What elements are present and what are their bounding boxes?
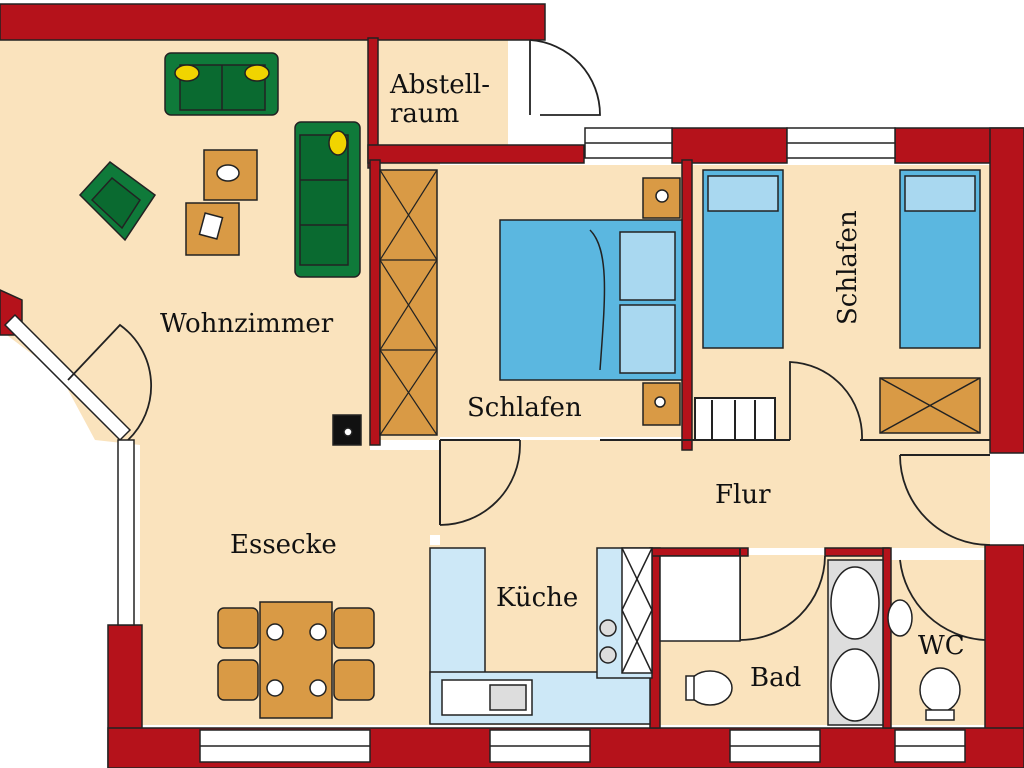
living-furniture [78,52,362,446]
door-storage-exterior [529,39,601,116]
label-wohnzimmer: Wohnzimmer [160,309,334,339]
doors [67,39,991,641]
cushion-icon [244,64,270,82]
wc-toilet [919,667,961,713]
chair [333,659,375,701]
window-left-diagonal [3,313,132,442]
door-wc-inner [899,559,986,641]
wall-bath-top-right [824,547,890,557]
cushion-icon [328,130,348,156]
floor-hallway [440,440,990,548]
floor-storage [376,40,508,145]
windows [3,127,966,763]
stove-burner [599,646,617,664]
chair [333,607,375,649]
fridge [621,547,653,674]
radiator [694,397,776,441]
wc-basin [887,599,913,637]
chair [217,607,259,649]
wall-bedroom-divider [681,159,693,451]
dining-furniture [217,601,375,719]
door-bedroom-kids [789,361,863,441]
label-flur: Flur [715,480,771,510]
chair [217,659,259,701]
phone-icon [198,212,224,240]
label-bad: Bad [750,663,801,693]
plate-icon [309,623,327,641]
shower [659,555,741,642]
wardrobe [379,169,438,436]
door-wc [899,454,991,546]
bedroom-kids-furniture [694,169,981,441]
wc-furniture [887,599,961,721]
door-living-patio [67,323,153,441]
bedroom-main-furniture [379,169,683,436]
door-bedroom-main [439,440,521,526]
plate-icon [266,623,284,641]
label-wc: WC [918,631,965,661]
wall-bedroom-left [369,159,381,446]
kitchen-furniture [429,547,653,725]
label-schlafen-main: Schlafen [467,393,582,423]
label-abstell-line2: raum [390,99,459,129]
room-labels: Wohnzimmer Essecke Abstell- raum Schlafe… [160,70,965,693]
cushion-icon [174,64,200,82]
wall-bath-top [649,547,749,557]
wall-storage-bottom [367,144,585,164]
door-bath [739,555,826,641]
dining-table [259,601,333,719]
label-essecke: Essecke [230,530,337,560]
plate-icon [216,164,240,182]
wall-bedroom-top-mid [671,127,788,164]
bathroom-furniture [659,555,884,726]
washbasin [830,648,880,722]
label-abstell-line1: Abstell- [389,70,490,100]
wall-bath-wc [882,547,892,729]
stove-burner [599,619,617,637]
window-left-vertical [117,439,135,626]
label-schlafen-kids: Schlafen [833,210,863,325]
wall-right-upper [989,127,1024,454]
washbasin [830,566,880,640]
wall-top-living [0,3,546,41]
plate-icon [266,679,284,697]
label-kueche: Küche [496,583,578,613]
plate-icon [309,679,327,697]
